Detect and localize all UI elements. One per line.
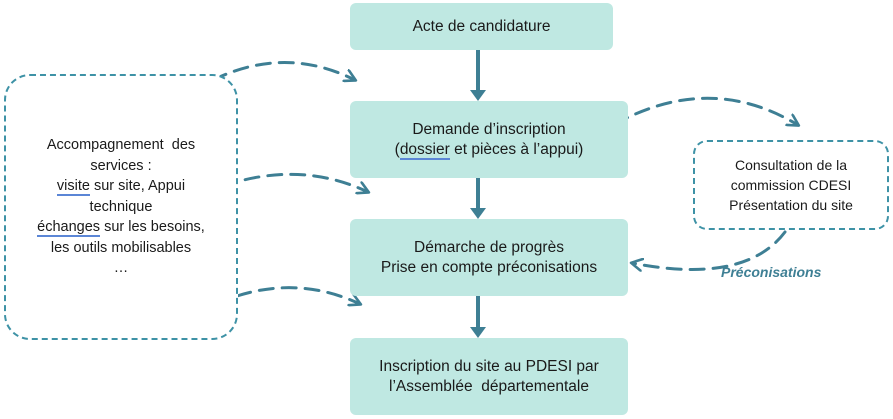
step-arrows	[470, 50, 486, 338]
step-acte-de-candidature: Acte de candidature	[350, 3, 613, 50]
step-demande-inscription: Demande d’inscription (dossier et pièces…	[350, 101, 628, 178]
left-line4: technique	[89, 198, 153, 215]
step-2-line1: Demande d’inscription	[412, 120, 566, 138]
visite-underlined: visite	[56, 178, 90, 197]
right-line1: Consultation de la	[734, 157, 848, 173]
arrow-step2-to-consultation	[613, 96, 798, 125]
support-arrows	[211, 61, 368, 305]
arrow-left-to-step2	[221, 172, 368, 192]
step-3-line1: Démarche de progrès	[414, 238, 564, 256]
arrow-left-to-step3	[235, 286, 360, 304]
step-3-line2: Prise en compte préconisations	[380, 258, 598, 276]
left-line2: services :	[90, 157, 152, 174]
accompagnement-box: Accompagnement des services : visite sur…	[4, 74, 238, 340]
consultation-cdesi-box: Consultation de la commission CDESI Prés…	[693, 140, 889, 230]
left-line3: visite sur site, Appui	[56, 178, 186, 197]
left-line1: Accompagnement des	[46, 137, 196, 154]
step-1-text: Acte de candidature	[412, 17, 551, 35]
right-line3: Présentation du site	[729, 197, 853, 213]
arrow-left-to-step1	[211, 61, 355, 81]
preconisations-label: Préconisations	[721, 264, 822, 280]
left-line5: échanges sur les besoins,	[37, 219, 205, 238]
step-inscription-pdesi: Inscription du site au PDESI par l’Assem…	[350, 338, 628, 415]
dossier-underlined: dossier	[399, 140, 450, 160]
step-4-line1: Inscription du site au PDESI par	[379, 357, 599, 375]
arrow-consultation-to-step3	[632, 230, 787, 269]
left-line7: …	[113, 260, 129, 277]
step-4-line2: l’Assemblée départementale	[389, 377, 589, 395]
step-demarche-de-progres: Démarche de progrès Prise en compte préc…	[350, 219, 628, 296]
step-2-line2: (dossier et pièces à l’appui)	[394, 140, 584, 160]
echanges-underlined: échanges	[37, 219, 101, 238]
left-line6: les outils mobilisables	[50, 239, 192, 256]
right-line2: commission CDESI	[730, 177, 852, 193]
